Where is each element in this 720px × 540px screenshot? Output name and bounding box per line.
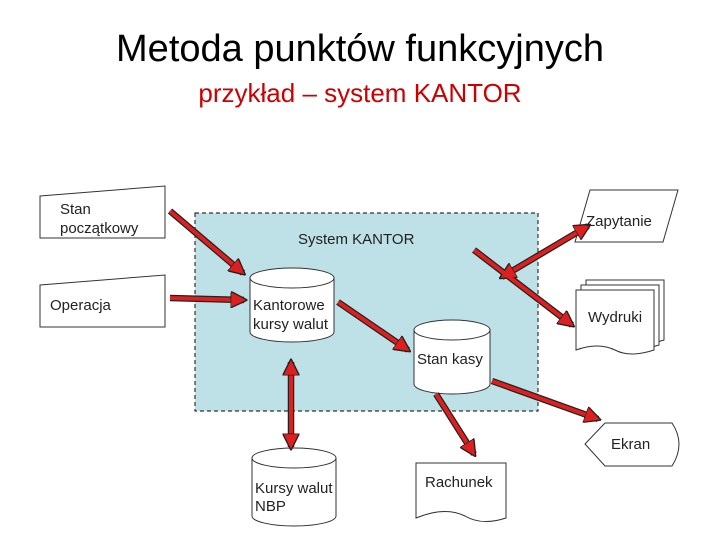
nbp-rates-label-line1: Kursy walut [255,480,333,497]
initial-state-input-shape [39,185,166,239]
arrow-to-screen [491,379,598,419]
internal-rates-store-cylinder [249,267,335,343]
page-title: Metoda punktów funkcyjnych [116,28,604,70]
arrow-initial-state-to-rates [168,209,243,273]
arrow-operation-to-rates [169,298,244,300]
reports-label: Wydruki [588,309,643,326]
reports-document-stack [575,279,665,355]
arrow-query-in [502,226,588,277]
query-label: Zapytanie [586,213,652,230]
arrow-to-reports [472,248,572,325]
bill-label: Rachunek [425,474,493,491]
cash-state-store-cylinder [413,319,491,395]
internal-rates-label-line1: Kantorowe [253,297,325,314]
system-label: System KANTOR [298,231,415,248]
page-subtitle: przykład – system KANTOR [198,78,522,108]
operation-input-shape [39,274,166,328]
cash-state-label: Stan kasy [417,351,483,368]
screen-display-shape [584,422,680,467]
bill-document-shape [415,462,507,522]
initial-state-label-line2: początkowy [60,220,139,237]
initial-state-label-line1: Stan [60,201,91,218]
operation-label: Operacja [50,297,111,314]
internal-rates-label-line2: kursy walut [253,316,329,333]
arrow-to-bill [434,392,474,454]
nbp-rates-label-line2: NBP [255,498,286,515]
arrow-rates-to-cash [336,300,408,350]
nbp-rates-store-cylinder [251,447,337,527]
screen-label: Ekran [611,436,651,453]
